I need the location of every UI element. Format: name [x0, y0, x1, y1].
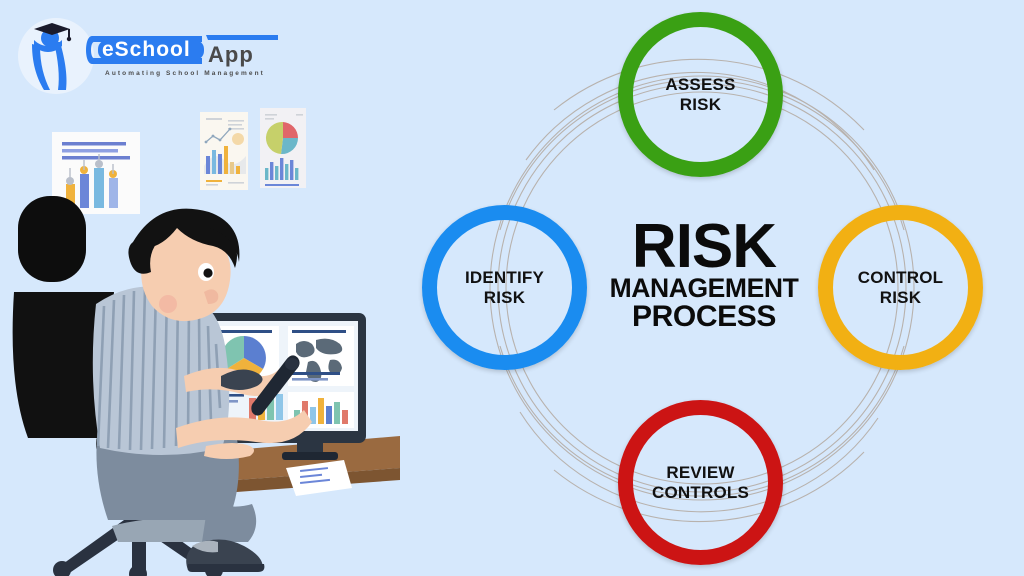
logo-wordmark: eSchool App [86, 35, 278, 67]
node-control-risk-line1: CONTROL [857, 268, 944, 288]
node-assess-risk-line1: ASSESS [665, 75, 736, 95]
node-review-controls-line2: CONTROLS [652, 482, 749, 502]
node-control-risk-label: CONTROL RISK [833, 220, 968, 355]
wall-poster-left [52, 132, 140, 214]
person-analyst [92, 208, 312, 542]
wall-poster-center [200, 112, 248, 190]
node-review-controls[interactable]: REVIEW CONTROLS [618, 400, 783, 565]
node-review-controls-line1: REVIEW [666, 463, 735, 483]
node-assess-risk-line2: RISK [679, 94, 722, 114]
shoe [186, 539, 265, 572]
center-title-line3: PROCESS [632, 300, 776, 334]
graduate-figure-icon [32, 23, 72, 90]
illustration-analyst-at-desk [12, 108, 400, 576]
logo-tagline: Automating School Management [105, 70, 265, 77]
diagram-center-title: RISK MANAGEMENT PROCESS [574, 212, 834, 334]
center-title-line2: MANAGEMENT [609, 273, 799, 304]
node-review-controls-label: REVIEW CONTROLS [633, 415, 768, 550]
center-title-line1: RISK [631, 212, 777, 281]
wall-poster-right [260, 108, 306, 188]
risk-management-cycle-diagram: ASSESS RISK CONTROL RISK REVIEW CONTROLS… [404, 0, 1024, 576]
node-assess-risk-label: ASSESS RISK [633, 27, 768, 162]
node-identify-risk[interactable]: IDENTIFY RISK [422, 205, 587, 370]
node-identify-risk-line2: RISK [483, 287, 526, 307]
svg-text:eSchool: eSchool [102, 38, 191, 61]
node-identify-risk-label: IDENTIFY RISK [437, 220, 572, 355]
paper-report [286, 460, 352, 496]
node-control-risk[interactable]: CONTROL RISK [818, 205, 983, 370]
node-control-risk-line2: RISK [879, 287, 922, 307]
node-identify-risk-line1: IDENTIFY [464, 268, 545, 288]
svg-text:App: App [208, 42, 254, 67]
brand-logo[interactable]: eSchool App Automating School Management [10, 14, 290, 94]
node-assess-risk[interactable]: ASSESS RISK [618, 12, 783, 177]
